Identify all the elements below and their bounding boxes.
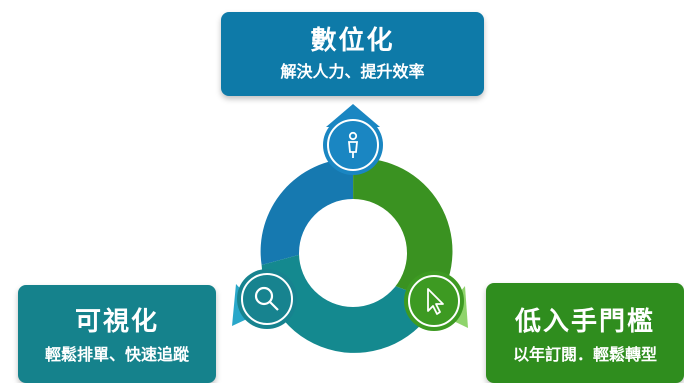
ring-segment-blue xyxy=(260,158,354,265)
top-title: 數位化 xyxy=(310,26,395,56)
left-subtitle: 輕鬆排單、快速追蹤 xyxy=(44,345,189,364)
left-title: 可視化 xyxy=(74,307,159,337)
badge-right xyxy=(404,271,468,331)
ring-segment-teal xyxy=(261,254,438,353)
right-box: 低入手門檻 以年訂閱．輕鬆轉型 xyxy=(486,283,684,383)
top-box: 數位化 解決人力、提升效率 xyxy=(221,12,484,96)
badge-left xyxy=(232,269,297,329)
left-box: 可視化 輕鬆排單、快速追蹤 xyxy=(18,285,216,383)
right-title: 低入手門檻 xyxy=(514,307,655,337)
search-icon xyxy=(254,286,279,311)
cursor-icon xyxy=(427,288,444,315)
badge-top xyxy=(323,104,383,175)
ring-inner-edge xyxy=(299,199,407,307)
right-subtitle: 以年訂閱．輕鬆轉型 xyxy=(512,345,657,364)
top-subtitle: 解決人力、提升效率 xyxy=(280,62,425,81)
ring-segment-green xyxy=(353,158,453,302)
person-icon xyxy=(348,131,358,158)
